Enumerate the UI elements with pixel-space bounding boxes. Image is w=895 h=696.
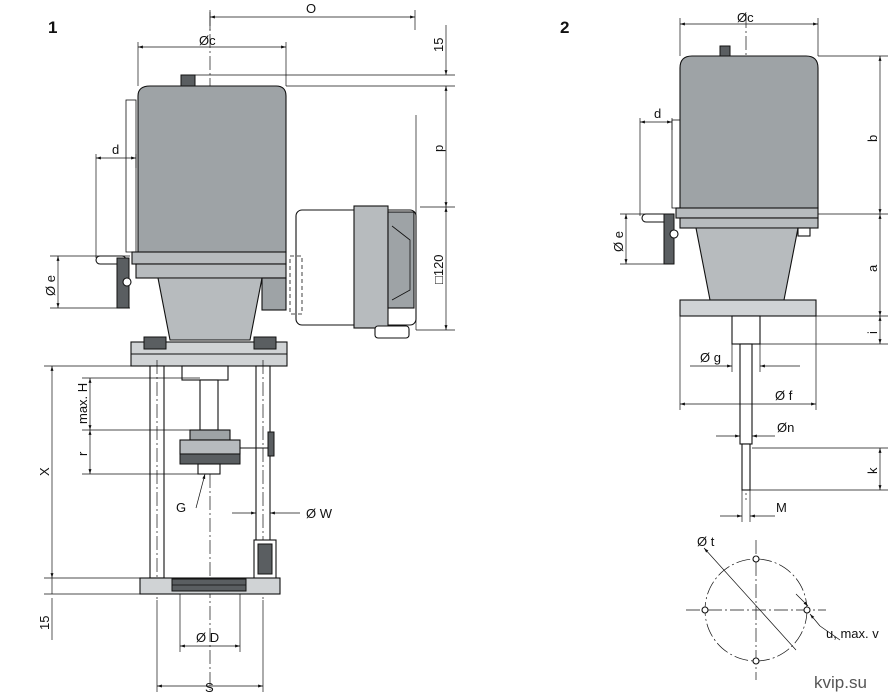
pillars-1	[149, 360, 271, 600]
label-r: r	[75, 451, 90, 456]
cone-2	[695, 227, 799, 301]
dim-k: k	[750, 447, 888, 491]
label-S: S	[205, 680, 214, 695]
dim-n: Øn	[716, 420, 794, 438]
dim-e-2: Ø e	[611, 213, 664, 265]
label-X: X	[37, 467, 52, 476]
label-t: Ø t	[697, 534, 715, 549]
label-d-1: d	[112, 142, 119, 157]
dim-H-r: max. H r	[75, 377, 200, 475]
dim-G: G	[176, 473, 206, 515]
view-1: 1	[37, 1, 455, 695]
dim-b: b	[818, 55, 888, 215]
label-M: M	[776, 500, 787, 515]
motor-2	[671, 45, 819, 229]
label-sq120: □120	[431, 254, 446, 284]
view-2: 2 Øc	[560, 10, 888, 692]
label-W: Ø W	[306, 506, 333, 521]
cone-bolt-2	[797, 227, 811, 237]
label-c-1: Øc	[199, 33, 216, 48]
dim-i: i	[760, 316, 888, 345]
label-D: Ø D	[196, 630, 219, 645]
label-max-H: max. H	[75, 383, 90, 424]
label-g: Ø g	[700, 350, 721, 365]
flange-2	[679, 299, 817, 317]
top-plate-1	[130, 336, 288, 367]
dim-d-1: d	[95, 142, 137, 258]
dim-W: Ø W	[232, 506, 333, 521]
base-1	[139, 539, 281, 595]
dim-S: S	[156, 600, 264, 695]
dim-120: □120	[415, 115, 455, 331]
dim-d-2: d	[639, 106, 673, 216]
label-e-2: Ø e	[611, 231, 626, 252]
label-k: k	[865, 467, 880, 474]
dim-c-2: Øc	[679, 10, 819, 56]
dim-15-p: 15 p	[195, 25, 455, 208]
cone-side-1	[261, 277, 287, 311]
dim-a: a	[816, 214, 888, 317]
label-15-top: 15	[431, 38, 446, 52]
bolt-circle: Ø t u, max. v	[686, 534, 879, 680]
watermark: kvip.su	[814, 673, 867, 692]
view-2-number: 2	[560, 18, 569, 37]
label-d-2: d	[654, 106, 661, 121]
view-1-number: 1	[48, 18, 57, 37]
cone-1	[157, 277, 263, 341]
shaft-2	[731, 315, 761, 491]
label-f: Ø f	[775, 388, 793, 403]
label-c-2: Øc	[737, 10, 754, 25]
motor-1	[125, 74, 287, 279]
label-G: G	[176, 500, 186, 515]
label-n: Øn	[777, 420, 794, 435]
dim-e-1: Ø e	[43, 255, 130, 309]
dim-c-1: Øc	[137, 33, 287, 86]
label-O: O	[306, 1, 316, 16]
dim-O: O	[209, 1, 416, 30]
dim-X: X	[37, 365, 150, 579]
spindle-1	[179, 365, 275, 475]
label-15-bottom: 15	[37, 616, 52, 630]
label-e-1: Ø e	[43, 275, 58, 296]
handle-1	[95, 255, 132, 309]
dim-D: Ø D	[179, 594, 241, 652]
label-p: p	[431, 145, 446, 152]
terminal-box-1	[289, 205, 417, 339]
dim-M: M	[720, 490, 787, 522]
handle-2	[641, 213, 679, 265]
label-a: a	[865, 264, 880, 272]
label-i: i	[865, 331, 880, 334]
label-uv: u, max. v	[826, 626, 879, 641]
dim-f: Ø f	[679, 316, 817, 410]
dim-15-bottom: 15	[37, 578, 140, 640]
dim-g: Ø g	[690, 344, 800, 372]
label-b: b	[865, 135, 880, 142]
